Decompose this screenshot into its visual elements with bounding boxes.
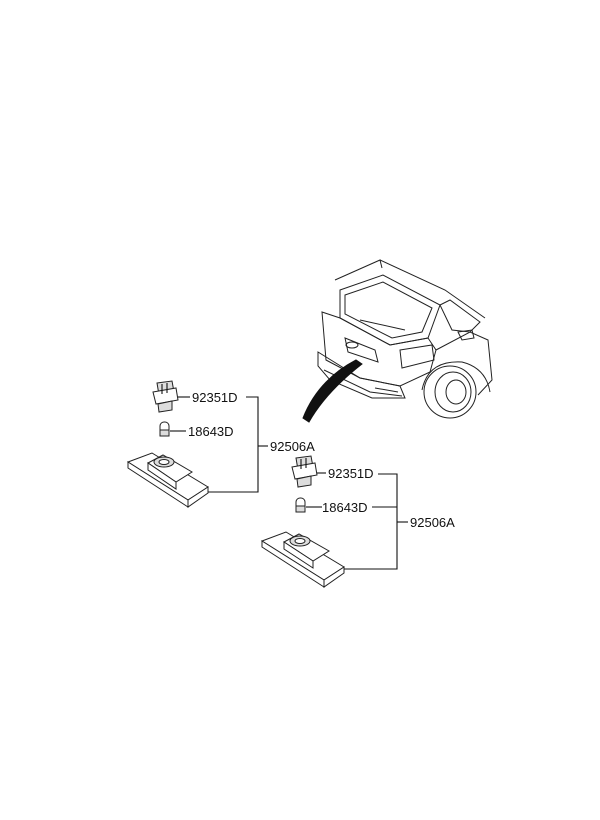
callout-assembly-left: 92506A (270, 439, 315, 454)
callout-bulb-left: 18643D (188, 424, 234, 439)
left-assembly (126, 380, 268, 508)
bulb-part (159, 421, 170, 437)
location-pointer (302, 359, 363, 423)
bulb-part (295, 497, 306, 513)
callout-assembly-right: 92506A (410, 515, 455, 530)
callout-socket-right: 92351D (328, 466, 374, 481)
lamp-housing-part (126, 452, 209, 508)
socket-part (152, 380, 179, 413)
socket-part (291, 455, 318, 488)
vehicle-rear-illustration (302, 259, 493, 423)
callout-socket-left: 92351D (192, 390, 238, 405)
right-assembly (260, 455, 408, 588)
lamp-housing-part (260, 531, 345, 588)
callout-bulb-right: 18643D (322, 500, 368, 515)
